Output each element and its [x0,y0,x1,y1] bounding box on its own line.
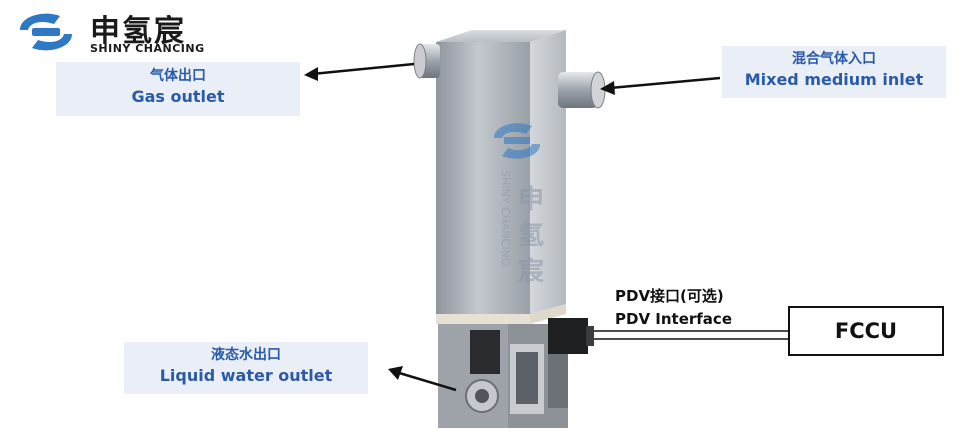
callout-mixed-inlet-cn: 混合气体入口 [792,51,876,67]
device-watermark-cn: 申氢宸 [518,185,545,287]
arrow-liquid-outlet [388,366,457,392]
mixed-inlet-pipe [558,72,598,108]
brand-logo [14,8,78,56]
callout-liquid-outlet-cn: 液态水出口 [211,347,281,363]
device-gasket-band [436,314,530,324]
callout-liquid-outlet-en: Liquid water outlet [159,366,333,385]
fccu-box: FCCU [788,306,944,356]
callout-liquid-outlet: 液态水出口 Liquid water outlet [124,342,368,394]
callout-mixed-inlet-en: Mixed medium inlet [744,70,924,89]
shiny-chancing-logo-icon [20,13,72,51]
callout-gas-outlet-cn: 气体出口 [150,68,206,84]
device-watermark-en: SHINY CHANCING [499,170,512,267]
device-side-face [530,30,566,314]
brand-name-cn: 申氢宸 [90,14,186,49]
arrow-gas-outlet [304,62,415,81]
arrow-mixed-inlet [600,76,721,95]
fccu-label: FCCU [834,319,898,343]
pdv-interface-en: PDV Interface [615,310,732,328]
device-top-face [436,30,566,42]
brand-name-en: SHINY CHANCING [90,42,205,55]
callout-gas-outlet: 气体出口 Gas outlet [56,62,300,116]
pdv-interface-cn: PDV接口(可选) [615,287,724,305]
device-watermark-logo-icon [494,123,540,159]
pdv-connector [548,318,588,354]
callout-mixed-inlet: 混合气体入口 Mixed medium inlet [722,46,946,98]
pdv-interface-label: PDV接口(可选) PDV Interface [615,285,732,331]
callout-gas-outlet-en: Gas outlet [131,87,225,106]
device-main-body [436,42,530,314]
